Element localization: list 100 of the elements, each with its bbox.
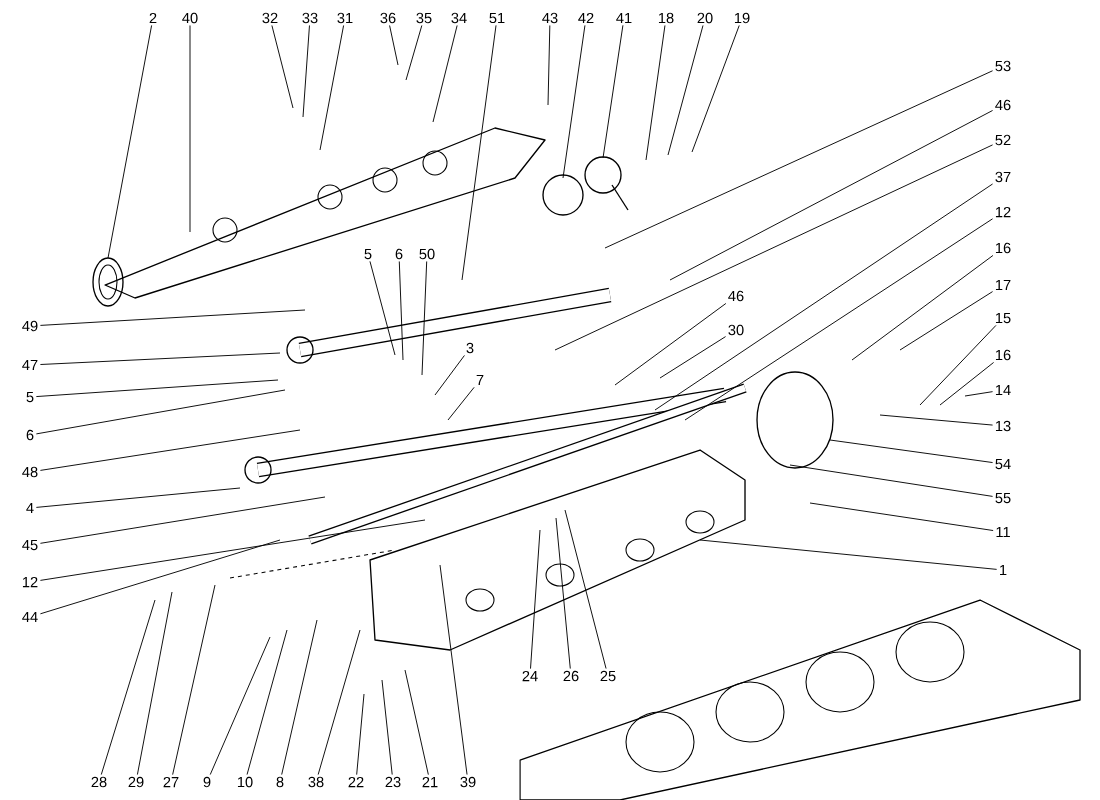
leader-line — [789, 464, 994, 497]
leader-line — [209, 636, 271, 775]
callout-number: 1 — [1000, 564, 1007, 576]
leader-line — [39, 539, 281, 615]
leader-line — [398, 261, 404, 361]
callout-number: 40 — [182, 12, 198, 24]
leader-line — [389, 25, 399, 66]
callout-number: 2 — [149, 12, 157, 24]
leader-line — [356, 693, 365, 776]
leader-line — [381, 679, 393, 775]
leader-line — [809, 502, 994, 531]
callout-number: 33 — [302, 12, 318, 24]
callout-number: 16 — [995, 349, 1011, 361]
leader-line — [319, 25, 345, 151]
callout-number: 46 — [995, 99, 1011, 111]
leader-line — [434, 355, 465, 396]
leader-line — [939, 362, 995, 406]
callout-number: 4 — [26, 502, 34, 514]
callout-number: 26 — [563, 670, 579, 682]
leader-line — [879, 414, 994, 426]
callout-number: 19 — [734, 12, 750, 24]
leader-line — [39, 309, 306, 326]
leader-line — [667, 25, 704, 156]
callout-number: 38 — [308, 776, 324, 788]
leader-line — [654, 183, 994, 411]
callout-number: 49 — [22, 320, 38, 332]
leader-line — [614, 303, 727, 386]
leader-line — [281, 619, 318, 775]
leader-line — [555, 517, 571, 669]
callout-number: 51 — [489, 12, 505, 24]
callout-number: 24 — [522, 670, 538, 682]
callout-number: 11 — [996, 526, 1010, 538]
callout-number: 39 — [460, 776, 476, 788]
leader-line — [39, 429, 301, 471]
callout-number: 12 — [22, 576, 38, 588]
leader-line — [39, 496, 326, 544]
callout-number: 47 — [22, 359, 38, 371]
callout-number: 31 — [337, 12, 353, 24]
callout-number: 27 — [163, 776, 179, 788]
leader-line — [829, 439, 994, 464]
leader-line — [39, 519, 426, 581]
callout-number: 53 — [995, 60, 1011, 72]
callout-number: 43 — [542, 12, 558, 24]
leader-line — [172, 584, 216, 776]
callout-number: 23 — [385, 776, 401, 788]
callout-number: 13 — [995, 420, 1011, 432]
leader-line — [100, 599, 156, 775]
callout-number: 8 — [276, 776, 284, 788]
callout-number: 22 — [348, 776, 364, 788]
callout-number: 32 — [262, 12, 278, 24]
callout-number: 14 — [995, 384, 1011, 396]
callout-number: 46 — [728, 290, 744, 302]
leader-line — [530, 529, 541, 670]
leader-line — [35, 389, 286, 435]
callout-number: 6 — [26, 429, 34, 441]
callout-number: 44 — [22, 612, 38, 623]
leader-line — [35, 379, 279, 398]
callout-number: 7 — [476, 374, 484, 386]
callout-number: 35 — [416, 12, 432, 24]
callout-number: 25 — [600, 670, 616, 682]
callout-number: 18 — [658, 12, 674, 24]
leader-line — [564, 509, 607, 669]
callout-number: 5 — [364, 248, 372, 260]
callout-number: 55 — [995, 492, 1011, 504]
leader-line — [271, 25, 294, 109]
callout-number: 28 — [91, 776, 107, 788]
leader-line — [39, 352, 281, 365]
leader-line — [461, 24, 497, 281]
leader-line — [421, 261, 428, 376]
leader-line — [432, 25, 458, 123]
callout-number: 48 — [22, 466, 38, 478]
callout-number: 54 — [995, 458, 1011, 470]
leader-line — [899, 291, 994, 351]
leader-line — [562, 24, 586, 179]
leader-line — [405, 25, 423, 81]
callout-number: 37 — [995, 171, 1011, 183]
callout-number: 45 — [22, 539, 38, 551]
leader-line — [447, 386, 475, 421]
callout-number: 29 — [128, 776, 144, 788]
callout-number: 6 — [395, 248, 403, 260]
callout-number: 5 — [26, 391, 34, 403]
leader-line — [246, 629, 288, 775]
leader-line — [302, 25, 310, 118]
callout-number: 10 — [237, 776, 253, 788]
leader-line — [659, 336, 727, 379]
leader-line — [604, 70, 994, 249]
callout-number: 52 — [995, 134, 1011, 146]
callout-number: 16 — [995, 242, 1011, 254]
callout-number: 36 — [380, 12, 396, 24]
leader-line — [404, 669, 429, 776]
callout-number: 50 — [419, 248, 435, 260]
callout-number: 41 — [616, 12, 632, 24]
callout-number: 42 — [578, 12, 594, 24]
leader-line — [645, 25, 666, 161]
callout-number: 3 — [466, 342, 474, 354]
leader-line — [439, 564, 468, 775]
callout-number: 34 — [451, 12, 467, 24]
leader-line — [554, 144, 994, 351]
leader-line — [919, 324, 997, 406]
callout-number: 17 — [995, 279, 1011, 291]
